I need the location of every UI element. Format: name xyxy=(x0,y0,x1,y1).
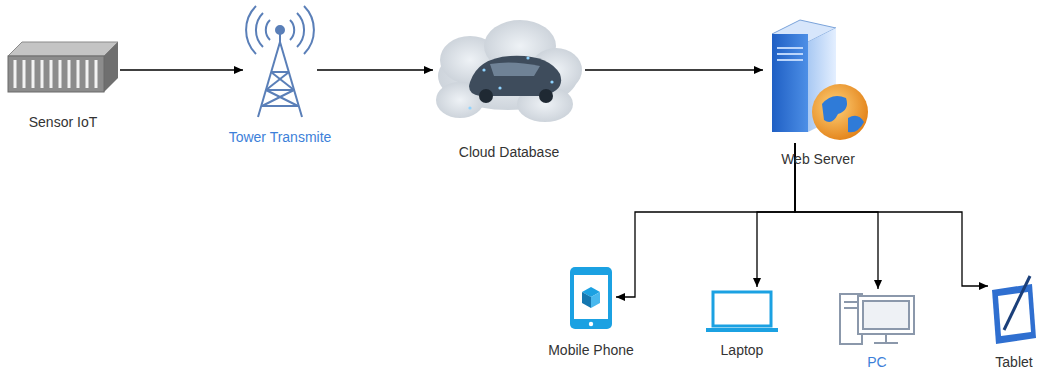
connector-arrow xyxy=(317,69,433,70)
laptop-icon xyxy=(706,292,778,330)
tower-node: Tower Transmite xyxy=(245,5,315,117)
pc-icon xyxy=(840,294,914,344)
device-node: Mobile Phone xyxy=(568,266,614,330)
connector-arrow xyxy=(585,69,763,70)
server-icon xyxy=(772,20,868,140)
tablet-icon xyxy=(992,276,1036,344)
device-node: Tablet xyxy=(990,280,1038,342)
node-label: Sensor IoT xyxy=(29,114,97,130)
node-label: Laptop xyxy=(721,342,764,358)
connector-arrow xyxy=(120,69,243,70)
node-label: Cloud Database xyxy=(459,144,559,160)
device-node: PC xyxy=(838,292,916,346)
node-label: PC xyxy=(867,354,886,370)
node-label: Mobile Phone xyxy=(548,342,634,358)
sensor-node: Sensor IoT xyxy=(8,40,118,92)
phone-icon xyxy=(570,267,612,329)
tower-icon xyxy=(246,6,314,117)
node-label: Tablet xyxy=(995,354,1032,370)
connector-arrow xyxy=(616,143,795,297)
sensor-icon xyxy=(8,42,118,92)
node-label: Tower Transmite xyxy=(229,129,332,145)
cloud-node: Cloud Database xyxy=(435,18,583,128)
cloud-icon xyxy=(436,20,582,122)
node-label: Web Server xyxy=(781,151,855,167)
server-node: Web Server xyxy=(765,18,871,143)
device-node: Laptop xyxy=(706,290,778,332)
